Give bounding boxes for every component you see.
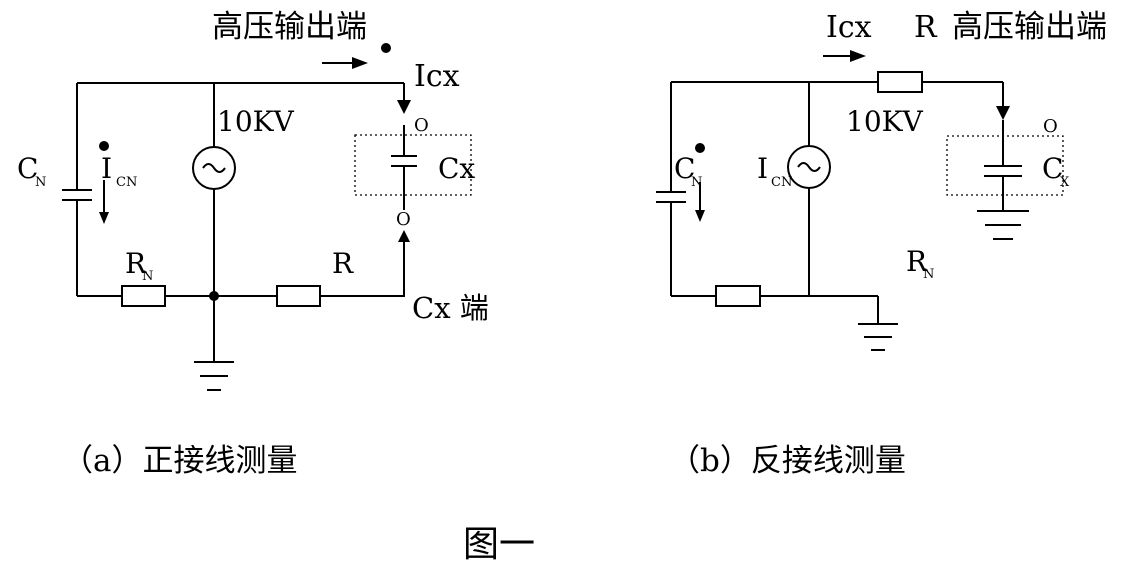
left-r-resistor <box>276 285 321 307</box>
right-icn-dot <box>695 143 705 153</box>
right-ground-symbol <box>858 323 898 351</box>
right-rn-subscript: N <box>923 267 934 282</box>
left-hv-terminal-label: 高压输出端 <box>212 9 367 45</box>
left-ground-symbol <box>194 361 234 391</box>
right-icn-arrow <box>695 210 705 222</box>
left-circuit: 高压输出端 Icx 10KV O O Cx C N I CN R N R Cx … <box>17 9 489 479</box>
right-icx-label: Icx <box>826 10 872 45</box>
left-cx-terminal-label: Cx 端 <box>412 291 489 325</box>
left-icn-label: I <box>101 152 112 185</box>
left-terminal-o-top: O <box>414 115 429 136</box>
left-r-label: R <box>332 247 354 280</box>
left-current-arrow <box>352 57 368 69</box>
left-voltage-label: 10KV <box>217 105 295 138</box>
left-ac-source-wave <box>202 163 226 173</box>
left-rn-resistor <box>121 285 166 307</box>
right-cx-ground-symbol <box>977 210 1029 240</box>
right-rn-label: R <box>906 245 928 278</box>
right-cn-label: C <box>674 152 695 185</box>
right-circuit: Icx R 高压输出端 10KV O C N I CN C X R N （b）反… <box>656 9 1107 479</box>
left-cn-subscript: N <box>35 175 46 190</box>
right-rn-resistor <box>715 285 761 307</box>
right-icx-arrow <box>996 106 1010 120</box>
left-rn-subscript: N <box>142 269 153 284</box>
figure-title: 图一 <box>463 524 535 565</box>
right-cx-label: C <box>1042 152 1063 185</box>
left-rn-label: R <box>125 247 147 280</box>
left-terminal-o-bottom: O <box>396 209 411 230</box>
right-ac-source-wave <box>797 162 821 172</box>
left-caption: （a）正接线测量 <box>62 443 297 479</box>
left-icx-label: Icx <box>414 59 460 94</box>
right-caption: （b）反接线测量 <box>669 443 906 479</box>
left-cx-test-box <box>354 134 472 196</box>
right-current-arrow <box>850 50 866 62</box>
left-cx-label: Cx <box>438 152 475 185</box>
right-cn-subscript: N <box>691 175 702 190</box>
left-icn-arrow <box>99 212 109 224</box>
left-hv-terminal-dot <box>381 43 391 53</box>
right-r-label: R <box>914 10 938 45</box>
left-icx-arrow <box>397 100 411 114</box>
right-cx-test-box <box>946 135 1064 196</box>
right-terminal-o: O <box>1043 116 1058 137</box>
left-cn-label: C <box>17 152 38 185</box>
right-cx-subscript: X <box>1060 175 1070 190</box>
right-icn-subscript: CN <box>771 175 792 190</box>
left-icn-subscript: CN <box>116 175 137 190</box>
right-hv-terminal-label: 高压输出端 <box>952 9 1107 45</box>
left-cx-return-arrow <box>398 230 410 242</box>
right-r-resistor <box>877 71 923 93</box>
right-voltage-label: 10KV <box>846 105 924 138</box>
right-icn-label: I <box>757 152 768 185</box>
left-icn-dot <box>99 141 109 151</box>
